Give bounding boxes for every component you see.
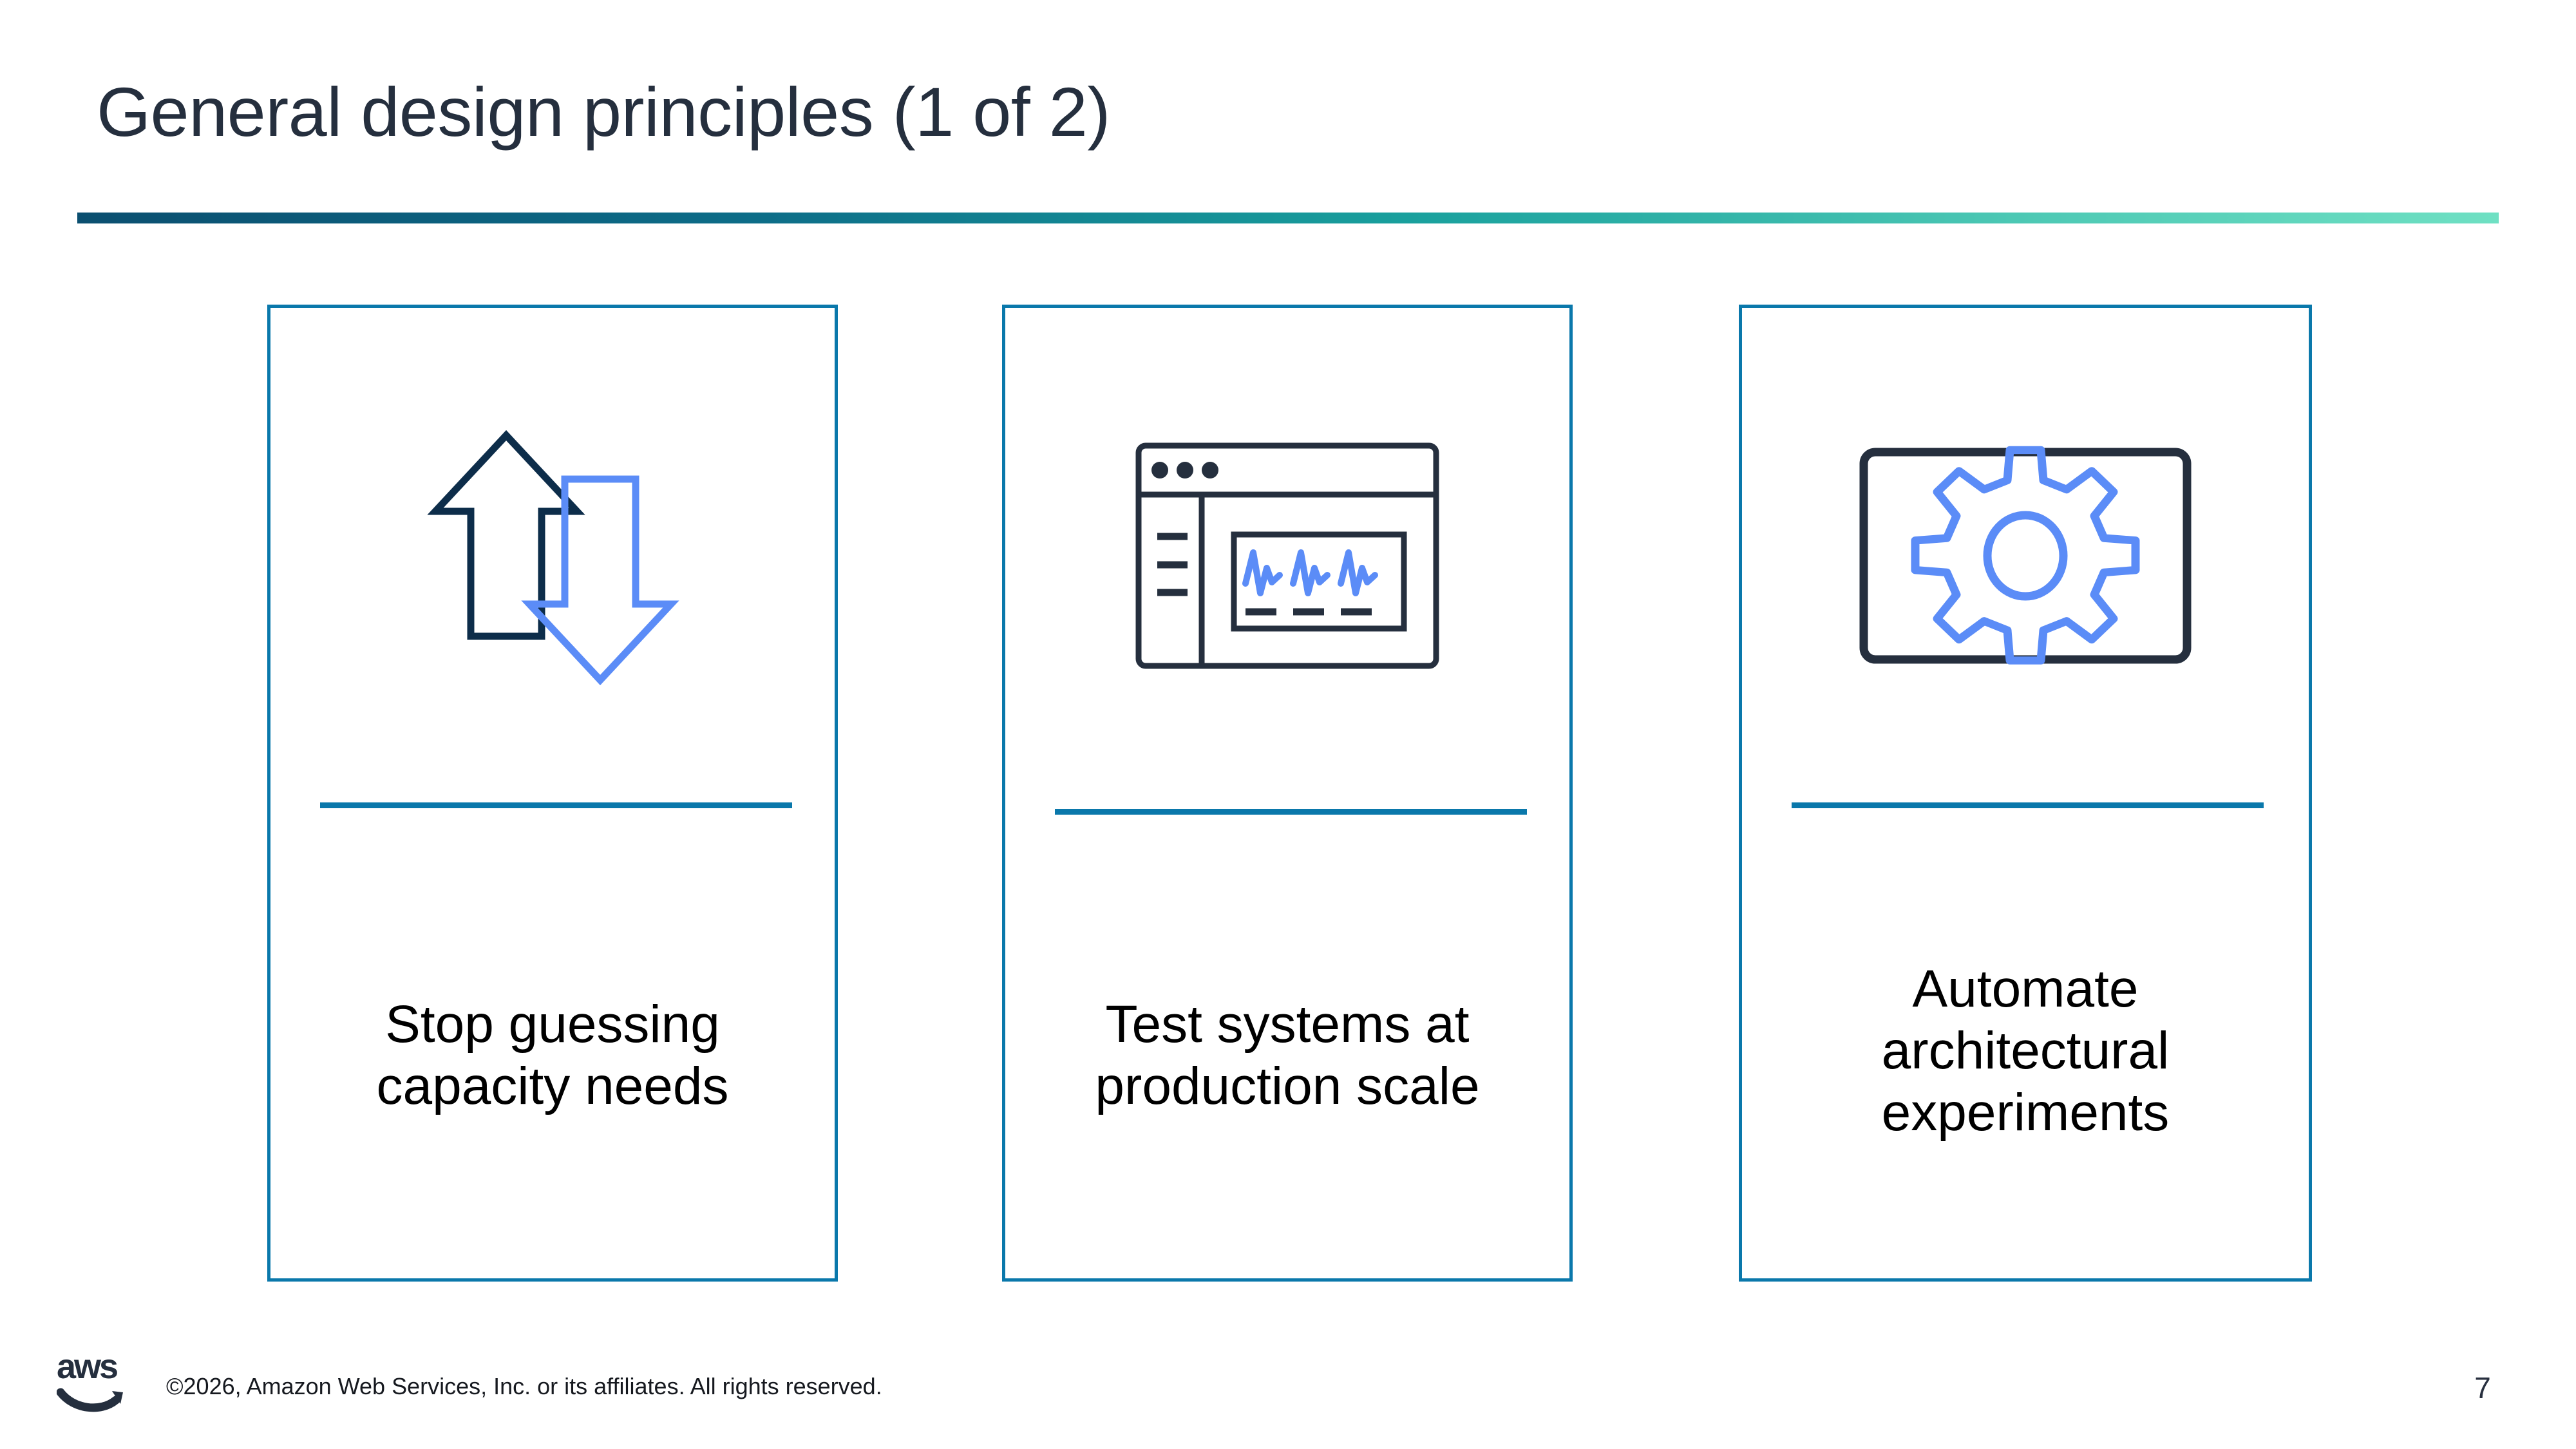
page-number: 7 — [2474, 1371, 2491, 1405]
principle-card-1[interactable]: Stop guessing capacity needs — [267, 305, 838, 1282]
card-3-label-line-1: Automate — [1912, 960, 2139, 1018]
title-gradient-rule — [77, 213, 2499, 223]
card-1-label-line-2: capacity needs — [376, 1056, 729, 1115]
copyright-text: ©2026, Amazon Web Services, Inc. or its … — [166, 1373, 882, 1399]
card-2-label-line-1: Test systems at — [1105, 995, 1470, 1054]
page-title: General design principles (1 of 2) — [97, 73, 1110, 151]
card-3-label-line-3: experiments — [1881, 1083, 2170, 1142]
gear-screen-icon — [1859, 446, 2192, 665]
card-1-label: Stop guessing capacity needs — [270, 994, 835, 1117]
card-3-label-line-2: architectural — [1881, 1021, 2170, 1080]
principle-card-3[interactable]: Automate architectural experiments — [1739, 305, 2312, 1282]
window-dots — [1151, 462, 1218, 478]
card-3-divider — [1792, 802, 2264, 808]
aws-logo: aws — [57, 1347, 123, 1412]
card-2-label-line-2: production scale — [1095, 1056, 1480, 1115]
card-1-label-line-1: Stop guessing — [385, 995, 720, 1054]
card-1-divider — [320, 802, 792, 808]
card-2-divider — [1055, 809, 1527, 815]
card-1-icon-area — [270, 308, 835, 804]
up-down-arrows-icon — [427, 430, 679, 686]
svg-text:aws: aws — [57, 1347, 117, 1386]
card-3-icon-area — [1742, 308, 2309, 804]
dashboard-window-icon — [1135, 442, 1439, 669]
card-3-label: Automate architectural experiments — [1742, 958, 2309, 1144]
principle-card-2[interactable]: Test systems at production scale — [1002, 305, 1573, 1282]
principles-card-row: Stop guessing capacity needs — [0, 305, 2576, 1283]
card-2-icon-area — [1005, 308, 1569, 804]
card-2-label: Test systems at production scale — [1005, 994, 1569, 1117]
